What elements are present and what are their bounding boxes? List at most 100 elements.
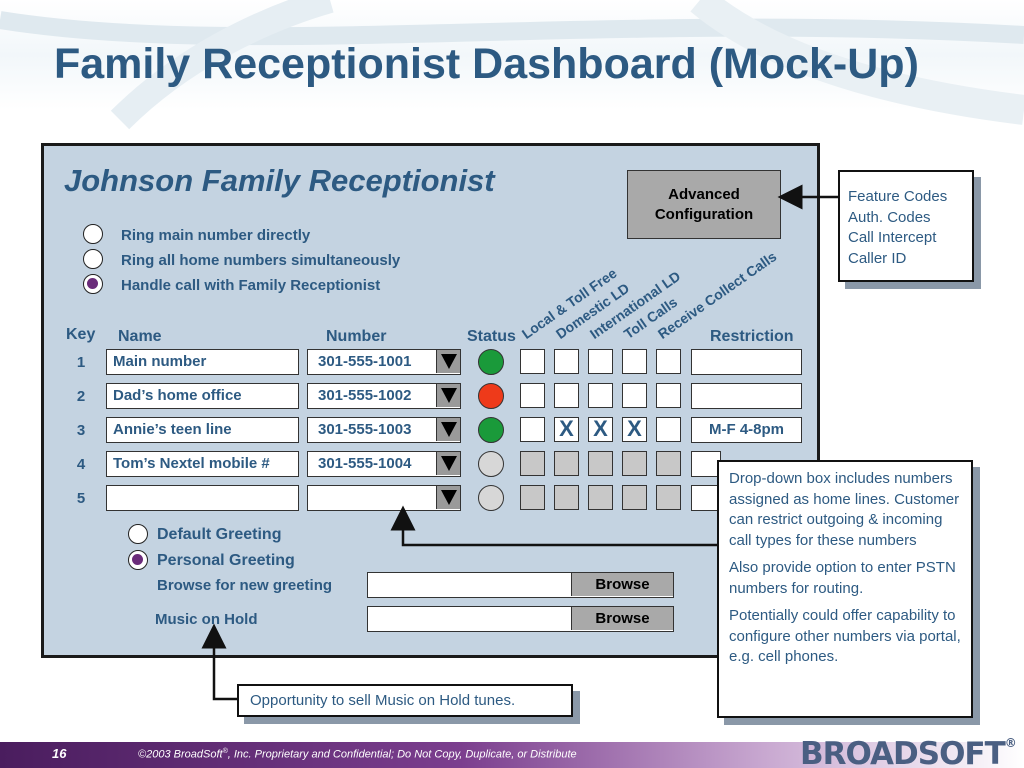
call-type-checkbox[interactable] (656, 383, 681, 408)
call-type-checkbox[interactable]: X (588, 417, 613, 442)
triangle-down-icon (441, 354, 457, 369)
header-number: Number (326, 328, 387, 345)
callout-text: Opportunity to sell Music on Hold tunes. (250, 692, 516, 709)
line-status-indicator (478, 417, 504, 443)
browse-greeting-label: Browse for new greeting (157, 577, 333, 594)
restriction-field[interactable] (691, 349, 802, 375)
callout-paragraph: Potentially could offer capability to co… (729, 607, 961, 665)
line-name-field[interactable]: Dad’s home office (106, 383, 299, 409)
call-type-checkbox[interactable] (622, 451, 647, 476)
call-type-checkbox[interactable] (656, 485, 681, 510)
restriction-field[interactable] (691, 485, 721, 511)
greeting-radio[interactable] (128, 524, 148, 544)
greeting-radio[interactable] (128, 550, 148, 570)
line-name-field[interactable]: Annie’s teen line (106, 417, 299, 443)
line-status-indicator (478, 451, 504, 477)
line-status-indicator (478, 485, 504, 511)
restriction-field[interactable] (691, 383, 802, 409)
ring-option-label: Handle call with Family Receptionist (121, 277, 381, 294)
call-type-checkbox[interactable] (656, 349, 681, 374)
decorative-swirl (0, 0, 1024, 130)
line-name-field[interactable] (106, 485, 299, 511)
advanced-configuration-label: Advanced Configuration (654, 185, 754, 223)
slide-title: Family Receptionist Dashboard (Mock-Up) (54, 40, 919, 88)
call-type-checkbox[interactable] (520, 383, 545, 408)
feature-item: Caller ID (848, 249, 907, 267)
page-number: 16 (52, 746, 67, 761)
line-status-indicator (478, 383, 504, 409)
call-type-checkbox[interactable] (588, 349, 613, 374)
line-number-dropdown[interactable]: 301-555-1001 (307, 349, 461, 375)
ring-option-radio[interactable] (83, 224, 103, 244)
line-name-field[interactable]: Tom’s Nextel mobile # (106, 451, 299, 477)
call-type-checkbox[interactable] (588, 451, 613, 476)
call-type-checkbox[interactable] (656, 451, 681, 476)
footer-bar (0, 742, 1024, 768)
call-type-checkbox[interactable] (656, 417, 681, 442)
call-type-checkbox[interactable] (520, 349, 545, 374)
music-on-hold-label: Music on Hold (155, 611, 258, 628)
greeting-file-input[interactable]: Browse (367, 572, 674, 598)
ring-option-radio[interactable] (83, 274, 103, 294)
greeting-browse-button[interactable]: Browse (571, 573, 673, 596)
call-type-checkbox[interactable] (622, 383, 647, 408)
triangle-down-icon (441, 456, 457, 471)
broadsoft-logo: BROADSOFT® (800, 736, 1017, 768)
feature-codes-callout: Feature Codes Auth. Codes Call Intercept… (838, 170, 974, 282)
dropdown-arrow-button[interactable] (436, 384, 460, 407)
call-type-checkbox[interactable] (622, 485, 647, 510)
callout-paragraph: Also provide option to enter PSTN number… (729, 559, 956, 597)
callout-paragraph: Drop-down box includes numbers assigned … (729, 470, 960, 549)
feature-item: Auth. Codes (848, 208, 931, 226)
line-number-dropdown[interactable] (307, 485, 461, 511)
call-type-checkbox[interactable] (554, 485, 579, 510)
call-type-checkbox[interactable] (554, 349, 579, 374)
header-name: Name (118, 328, 162, 345)
ring-option-radio[interactable] (83, 249, 103, 269)
feature-item: Feature Codes (848, 188, 948, 205)
line-name-field[interactable]: Main number (106, 349, 299, 375)
header-restriction: Restriction (710, 328, 794, 345)
advanced-configuration-button[interactable]: Advanced Configuration (627, 170, 781, 239)
copyright-notice: ©2003 BroadSoft®, Inc. Proprietary and C… (138, 748, 577, 761)
call-type-checkbox[interactable] (520, 485, 545, 510)
ring-option-label: Ring main number directly (121, 227, 311, 244)
call-type-checkbox[interactable]: X (554, 417, 579, 442)
line-number-dropdown[interactable]: 301-555-1003 (307, 417, 461, 443)
call-type-checkbox[interactable] (554, 383, 579, 408)
greeting-label: Default Greeting (157, 526, 282, 543)
dropdown-arrow-button[interactable] (436, 418, 460, 441)
row-key: 3 (76, 422, 86, 439)
call-type-checkbox[interactable] (554, 451, 579, 476)
ring-option-label: Ring all home numbers simultaneously (121, 252, 401, 269)
line-number-value: 301-555-1003 (318, 421, 412, 438)
line-number-value: 301-555-1004 (318, 455, 412, 472)
restriction-field[interactable]: M-F 4-8pm (691, 417, 802, 443)
row-key: 5 (76, 490, 86, 507)
line-number-value: 301-555-1002 (318, 387, 412, 404)
row-key: 2 (76, 388, 86, 405)
call-type-checkbox[interactable] (588, 383, 613, 408)
line-number-dropdown[interactable]: 301-555-1002 (307, 383, 461, 409)
call-type-checkbox[interactable]: X (622, 417, 647, 442)
dropdown-arrow-button[interactable] (436, 486, 460, 509)
feature-item: Call Intercept (848, 229, 937, 246)
greeting-label: Personal Greeting (157, 552, 295, 569)
dropdown-arrow-button[interactable] (436, 350, 460, 373)
dropdown-callout: Drop-down box includes numbers assigned … (717, 460, 973, 718)
call-type-checkbox[interactable] (520, 451, 545, 476)
music-callout: Opportunity to sell Music on Hold tunes. (237, 684, 573, 717)
header-status: Status (467, 328, 516, 345)
line-number-dropdown[interactable]: 301-555-1004 (307, 451, 461, 477)
header-key: Key (66, 326, 96, 343)
call-type-checkbox[interactable] (520, 417, 545, 442)
line-number-value: 301-555-1001 (318, 353, 412, 370)
triangle-down-icon (441, 490, 457, 505)
call-type-checkbox[interactable] (588, 485, 613, 510)
music-on-hold-file-input[interactable]: Browse (367, 606, 674, 632)
triangle-down-icon (441, 422, 457, 437)
row-key: 4 (76, 456, 86, 473)
call-type-checkbox[interactable] (622, 349, 647, 374)
music-browse-button[interactable]: Browse (571, 607, 673, 630)
dropdown-arrow-button[interactable] (436, 452, 460, 475)
